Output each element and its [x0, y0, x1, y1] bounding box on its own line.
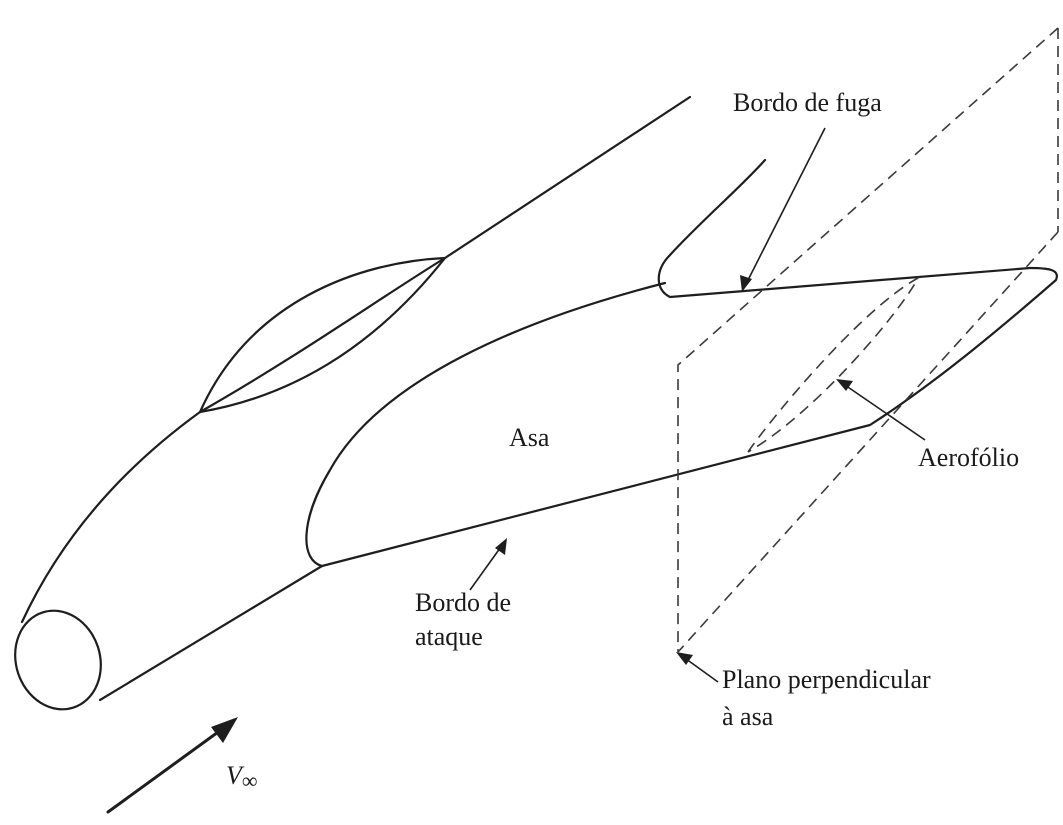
- trailing-edge-leader: [744, 127, 826, 287]
- leading-edge-arrowhead: [495, 538, 507, 555]
- canopy: [198, 256, 447, 414]
- freestream-velocity-label: V∞: [226, 759, 258, 794]
- leading-edge-label-line1: Bordo de: [415, 588, 512, 617]
- leading-edge-label-line2: ataque: [415, 622, 483, 651]
- fuselage-top-line: [20, 95, 692, 624]
- airfoil-section: [747, 276, 920, 453]
- wing-label: Asa: [509, 423, 550, 452]
- perpendicular-plane: [677, 27, 1059, 653]
- wing-root: [305, 281, 667, 568]
- wing-leading-edge: [320, 266, 1058, 568]
- intake-ellipse: [14, 609, 102, 711]
- plane-label-line2: à asa: [722, 702, 774, 731]
- airfoil-arrowhead: [836, 379, 853, 391]
- airfoil-label: Aerofólio: [918, 443, 1020, 472]
- fuselage-bottom-line: [98, 564, 324, 702]
- airfoil-leader: [841, 382, 926, 441]
- freestream-arrow-shaft: [106, 725, 227, 814]
- trailing-edge-arrowhead: [740, 275, 752, 292]
- freestream-symbol: V: [226, 761, 242, 790]
- trailing-edge-label: Bordo de fuga: [733, 88, 882, 117]
- plane-label-line1: Plano perpendicular: [722, 665, 931, 694]
- leading-edge-leader: [469, 543, 504, 591]
- freestream-subscript: ∞: [241, 768, 258, 793]
- freestream-arrowhead: [211, 717, 238, 743]
- plane-arrowhead: [676, 652, 693, 665]
- wing-trailing-edge: [657, 158, 1032, 299]
